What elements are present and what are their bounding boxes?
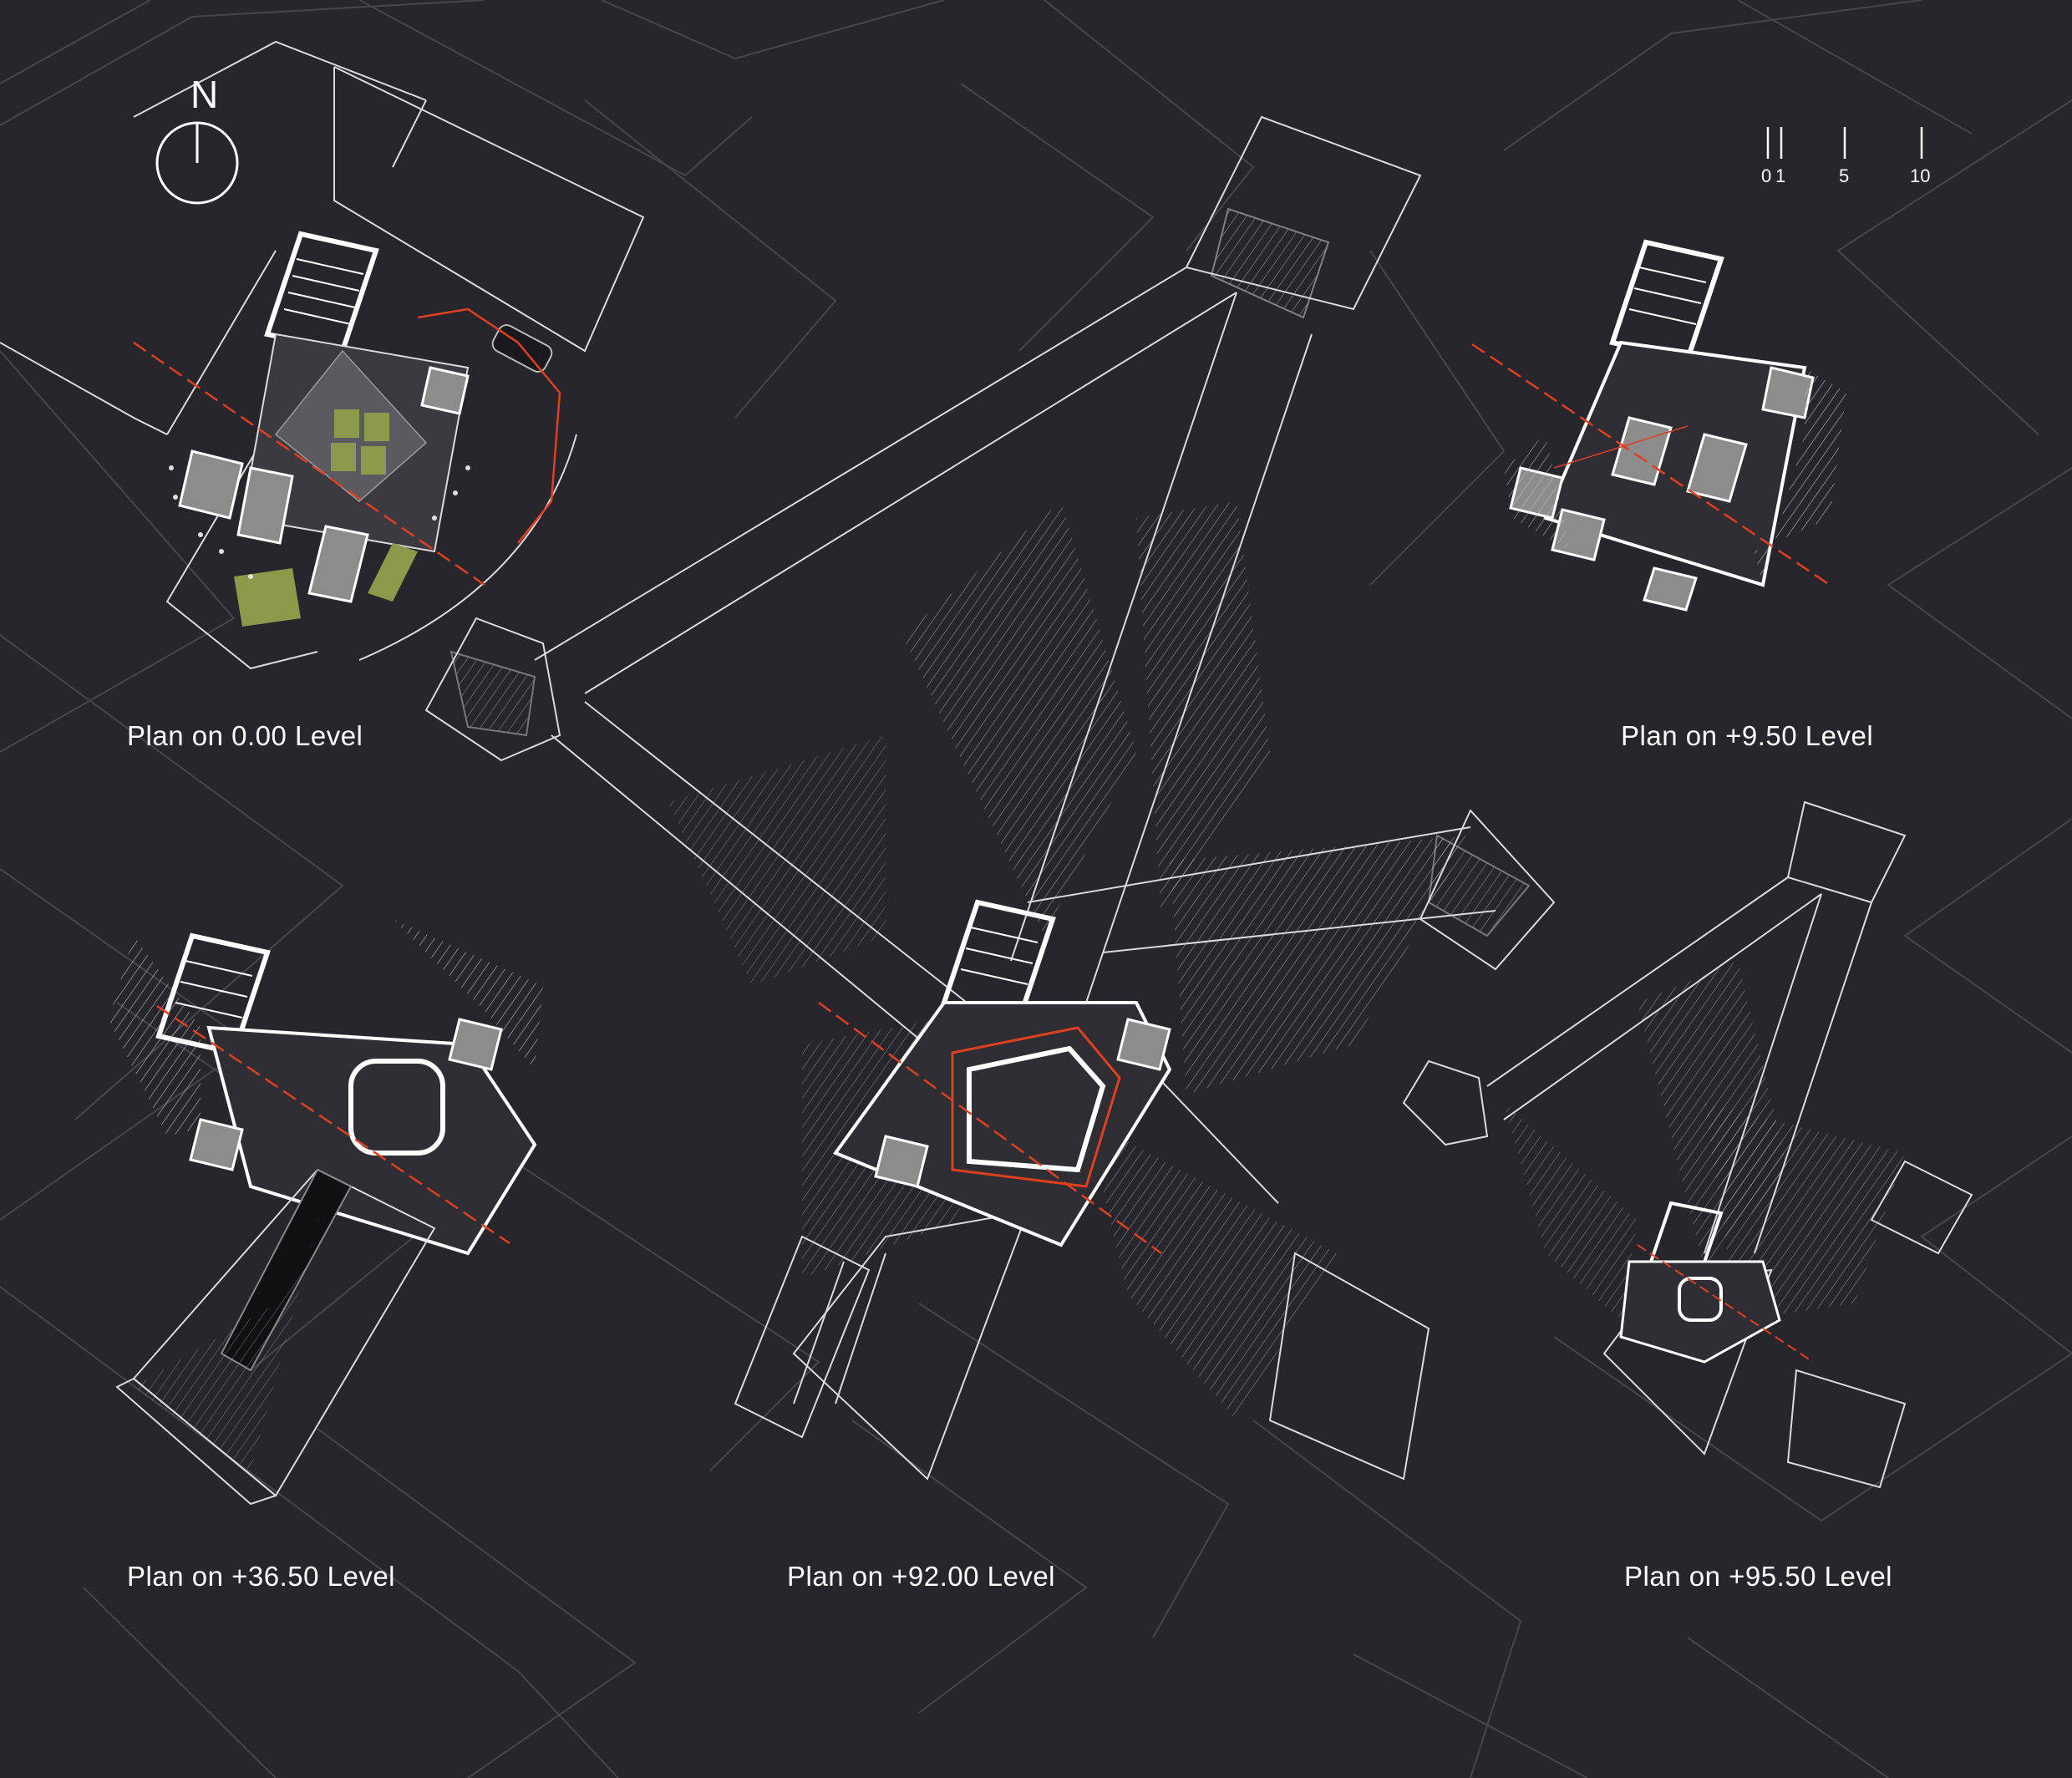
north-arrow-icon [155,121,239,205]
plan-level-92-00 [424,115,1556,1481]
plan-label-level-0: Plan on 0.00 Level [127,720,363,751]
plan-level-95-50 [1402,800,1973,1489]
plan-level-36-50 [109,919,543,1506]
plan-label-level-36-50: Plan on +36.50 Level [127,1561,396,1592]
plan-level-9-50 [1471,239,1846,612]
north-label: N [190,73,219,116]
scale-tick-0: 0 [1761,165,1772,186]
scale-bar [1766,127,1923,159]
plan-label-level-92-00: Plan on +92.00 Level [787,1561,1056,1592]
scale-tick-5: 5 [1839,165,1850,186]
plan-label-level-9-50: Plan on +9.50 Level [1621,720,1874,751]
scale-tick-10: 10 [1910,165,1931,186]
scale-tick-1: 1 [1775,165,1786,186]
plan-label-level-95-50: Plan on +95.50 Level [1624,1561,1893,1592]
plan-level-0 [0,40,645,670]
